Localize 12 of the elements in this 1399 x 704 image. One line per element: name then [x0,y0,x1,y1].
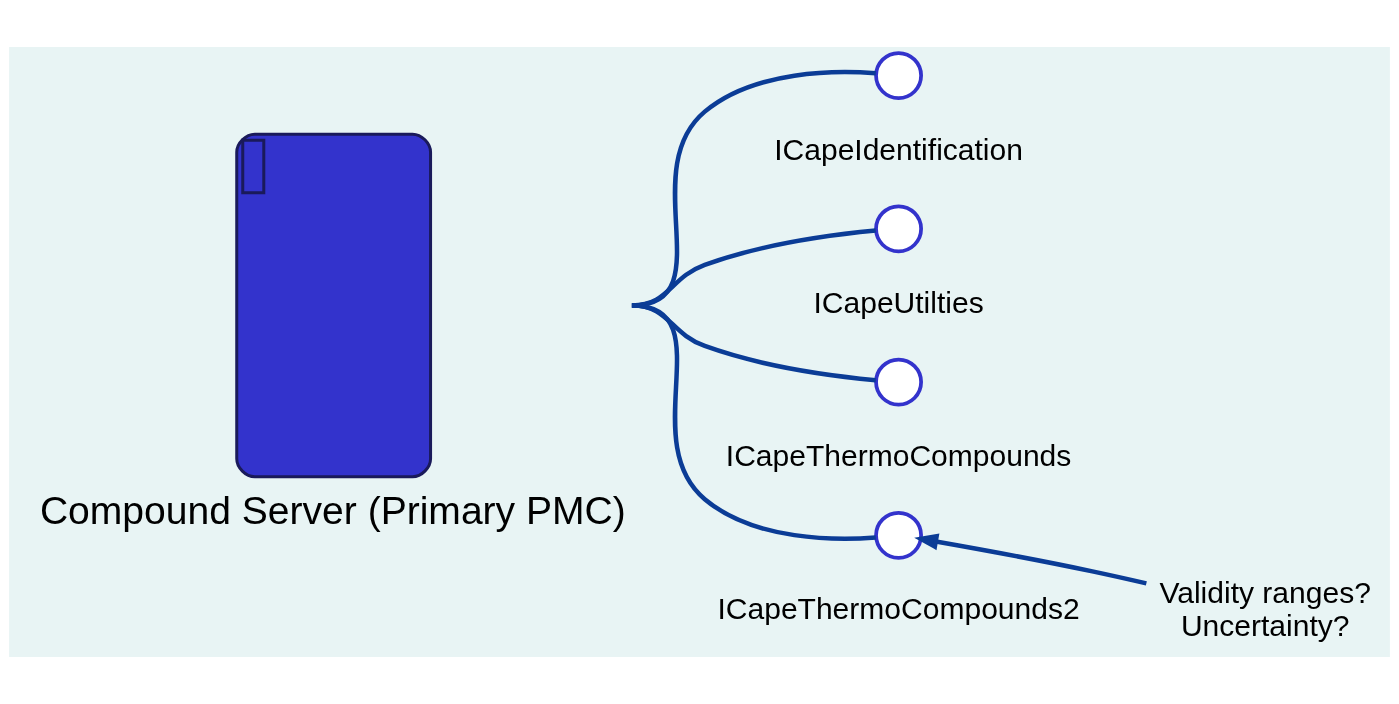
connector [631,303,876,541]
node-label: ICapeThermoCompounds [725,439,1072,473]
node-text: Validity ranges? Uncertainty? [1159,575,1371,642]
node-circle [874,51,923,100]
node-circle [874,510,923,560]
node-circle [874,357,923,407]
node-circle [874,204,923,254]
arrow [914,533,1147,586]
node-label: Compound Server (Primary PMC) [39,489,626,533]
node-label: ICapeIdentification [774,132,1023,166]
node-label: ICapeUtilties [813,285,984,319]
node-label: ICapeThermoCompounds2 [717,592,1080,626]
